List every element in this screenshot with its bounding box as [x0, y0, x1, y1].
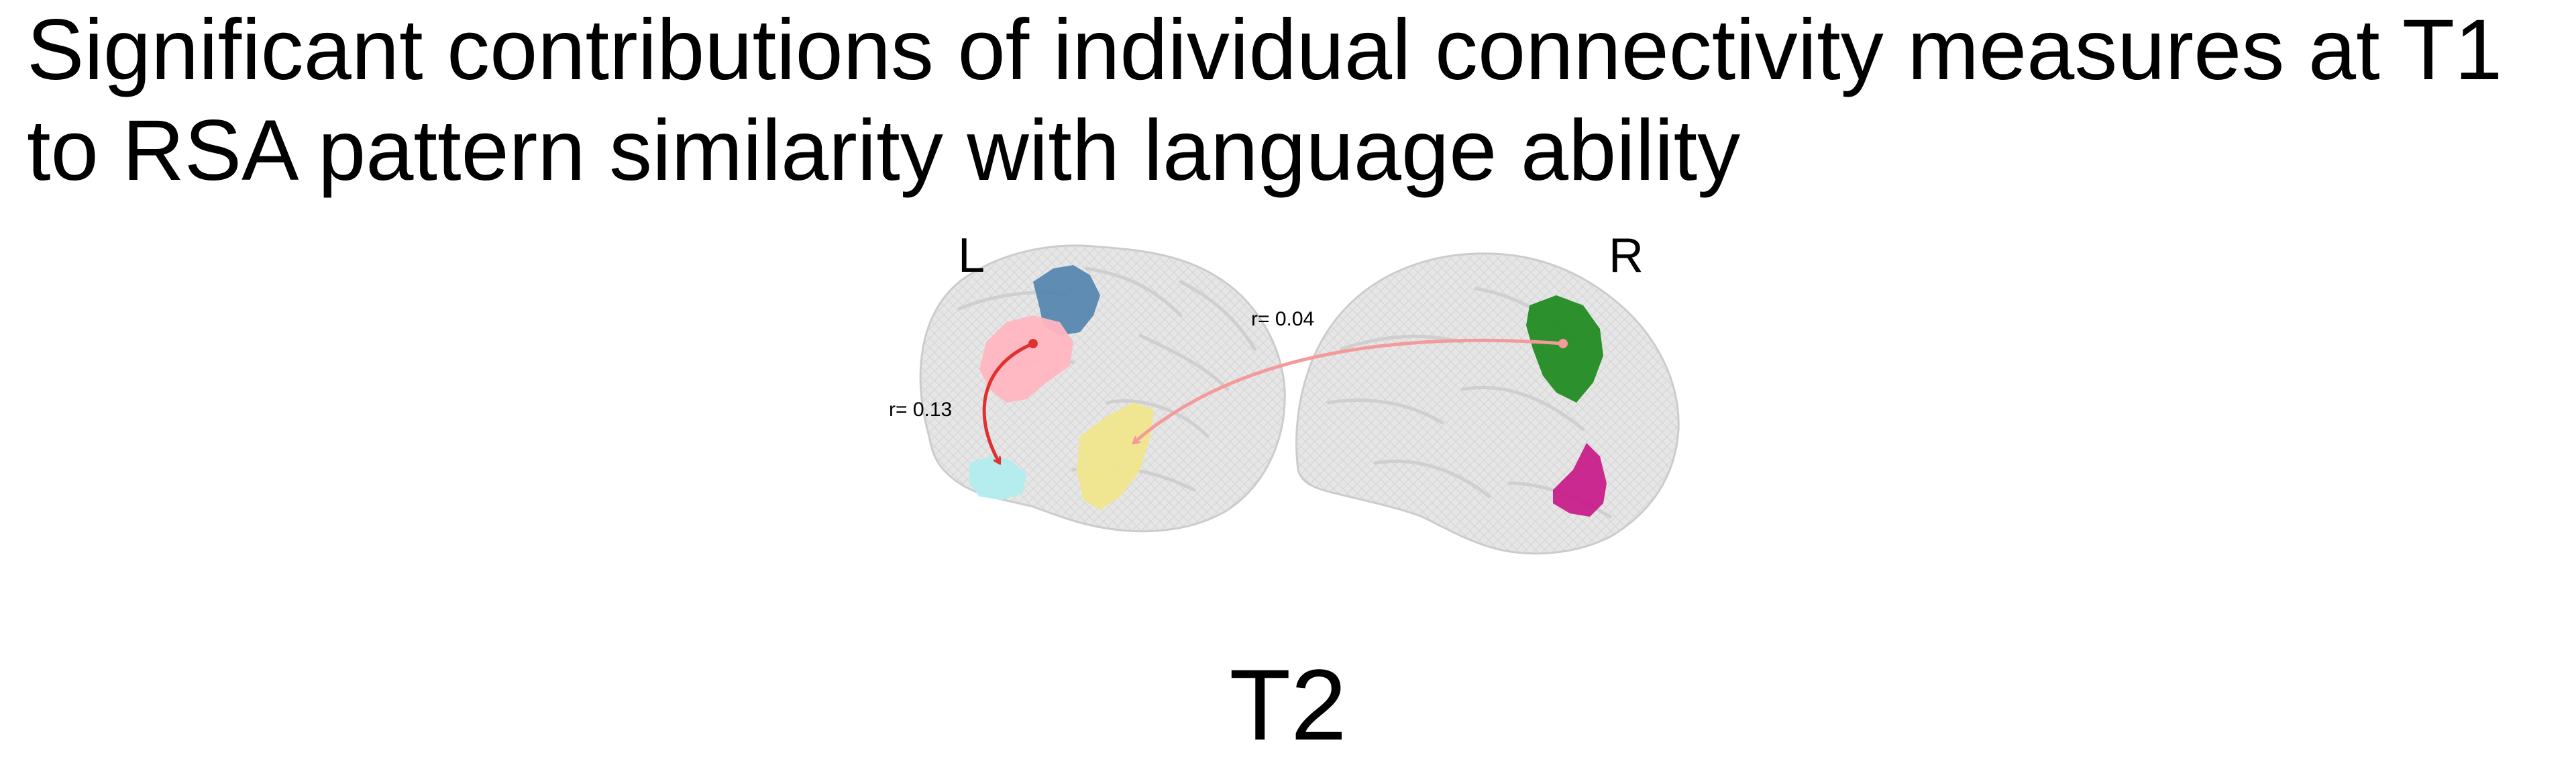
- left-hemisphere: L: [919, 229, 1286, 533]
- left-pink-region: [979, 315, 1073, 403]
- connection-origin-red: [1028, 339, 1038, 348]
- left-hemisphere-outline: [919, 244, 1286, 533]
- right-green-region: [1526, 295, 1603, 403]
- connection-origin-pink: [1558, 339, 1568, 348]
- connection-label-pink: r= 0.04: [1251, 308, 1314, 330]
- title-line-2: to RSA pattern similarity with language …: [27, 103, 1741, 199]
- title-line-1: Significant contributions of individual …: [27, 2, 2503, 98]
- connection-arrows: r= 0.13 r= 0.04: [889, 308, 1568, 463]
- brain-connectivity-diagram: L R r= 0.13 r= 0.04: [889, 229, 1680, 555]
- connection-arrow-red: [982, 342, 1034, 463]
- figure-title: Significant contributions of individual …: [27, 0, 2563, 201]
- left-steelblue-region: [1033, 265, 1100, 336]
- panel-label-t2: T2: [1229, 648, 1347, 761]
- left-hemisphere-label: L: [958, 229, 985, 283]
- left-cyan-region: [969, 456, 1026, 500]
- connection-arrow-pink: [1134, 338, 1564, 443]
- right-magenta-region: [1553, 443, 1607, 517]
- connection-label-red: r= 0.13: [889, 399, 952, 421]
- left-yellow-region: [1077, 403, 1154, 510]
- right-hemisphere: R: [1295, 229, 1680, 555]
- right-hemisphere-outline: [1295, 252, 1680, 555]
- right-hemisphere-label: R: [1609, 229, 1644, 283]
